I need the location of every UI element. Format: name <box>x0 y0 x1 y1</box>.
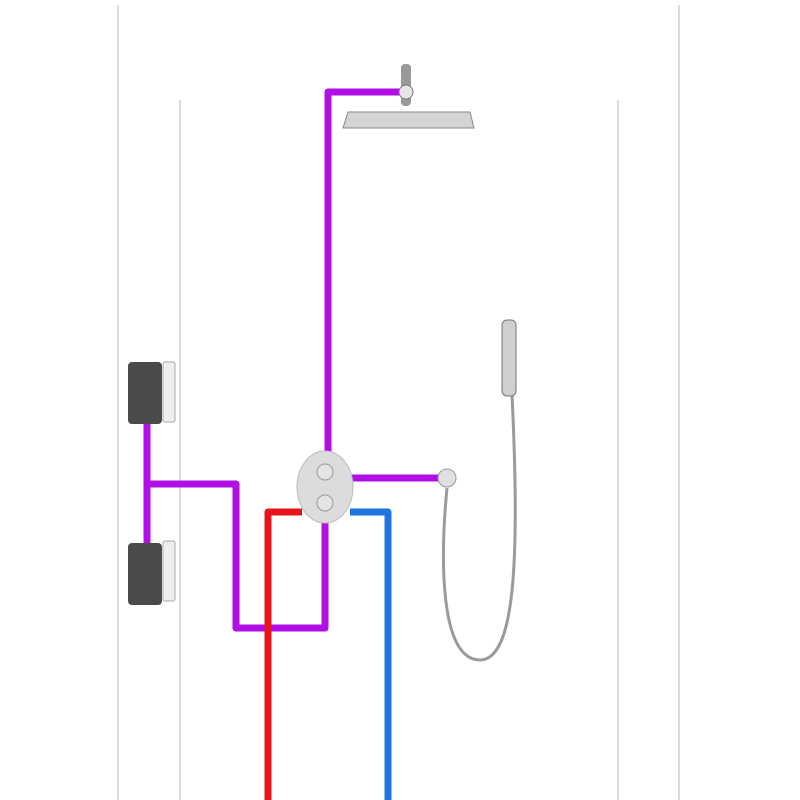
body-jet-lower <box>128 540 176 605</box>
temperature-knob[interactable] <box>316 463 334 481</box>
body-jet-faceplate <box>162 540 176 602</box>
hand-shower-set <box>437 319 517 662</box>
pipe-to-head-shower <box>324 88 402 460</box>
rain-shower-head <box>342 111 475 129</box>
body-jet-faceplate <box>162 361 176 423</box>
wall-outlet <box>437 468 457 488</box>
head-shower <box>342 64 475 129</box>
hot-water-pipe <box>264 508 302 800</box>
thermostatic-valve[interactable] <box>296 450 354 524</box>
body-jet-upper <box>128 361 176 424</box>
valve-plate <box>296 450 354 524</box>
flow-knob[interactable] <box>316 494 334 512</box>
wall-outlines <box>117 5 680 800</box>
hand-shower[interactable] <box>501 319 517 397</box>
cold-water-pipe <box>350 508 392 800</box>
mixed-water-pipes <box>143 88 440 632</box>
pipe-to-body-jets <box>147 480 329 632</box>
shower-hose <box>442 394 517 662</box>
shower-arm-joint <box>398 84 414 100</box>
